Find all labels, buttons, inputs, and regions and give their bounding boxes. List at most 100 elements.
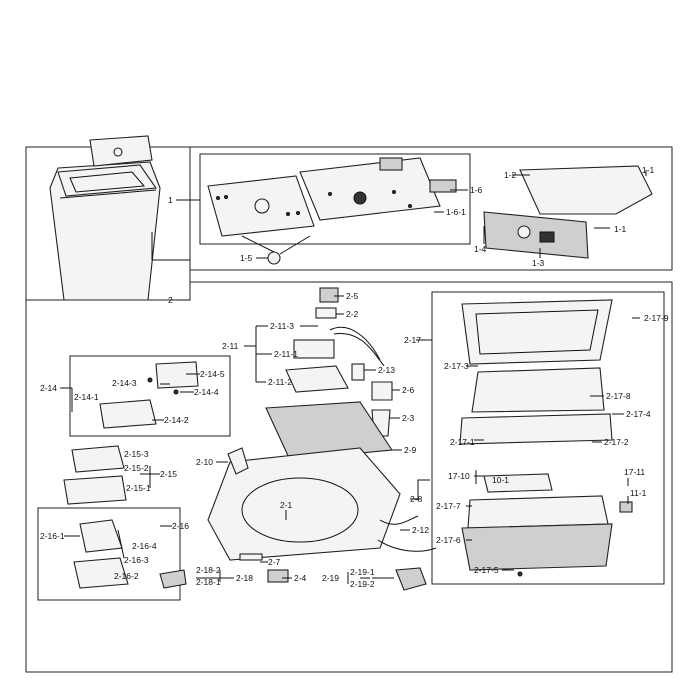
part-2-14-5-valve bbox=[155, 361, 199, 389]
label-1-3: 1-3 bbox=[532, 258, 545, 268]
part-2-1-top-cover bbox=[207, 447, 401, 561]
part-2-5-motor-cap bbox=[319, 287, 339, 303]
label-10-1: 10-1 bbox=[492, 475, 509, 485]
part-1-6-control-panel bbox=[299, 157, 441, 221]
label-2-17-3: 2-17-3 bbox=[444, 361, 469, 371]
label-2-12: 2-12 bbox=[412, 525, 429, 535]
part-2-12-cable bbox=[377, 539, 437, 552]
label-2-17-6: 2-17-6 bbox=[436, 535, 461, 545]
label-2-6: 2-6 bbox=[402, 385, 415, 395]
label-2-14-4: 2-14-4 bbox=[194, 387, 219, 397]
label-2-18-1: 2-18-1 bbox=[196, 577, 221, 587]
part-2-10-lid-lock bbox=[227, 447, 249, 475]
label-2-16-3: 2-16-3 bbox=[124, 555, 149, 565]
part-2-14-1-valve-bracket bbox=[99, 399, 157, 429]
label-2-17-9: 2-17-9 bbox=[644, 313, 669, 323]
label-17-10: 17-10 bbox=[448, 471, 470, 481]
label-1-5: 1-5 bbox=[240, 253, 253, 263]
frame-control-panel bbox=[199, 153, 471, 245]
part-2-13-sensor bbox=[351, 363, 365, 381]
label-2-9: 2-9 bbox=[404, 445, 417, 455]
label-2-14-5: 2-14-5 bbox=[200, 369, 225, 379]
part-10-1-handle bbox=[483, 473, 553, 493]
part-2-4-switch bbox=[267, 569, 289, 583]
label-1-1-side: 1-1 bbox=[614, 224, 627, 234]
label-2-11-3: 2-11-3 bbox=[270, 321, 294, 331]
part-1-5-knob bbox=[267, 251, 281, 265]
label-2-18-2: 2-18-2 bbox=[196, 565, 221, 575]
label-2-7: 2-7 bbox=[268, 557, 281, 567]
label-2-1: 2-1 bbox=[280, 500, 293, 510]
label-2-5: 2-5 bbox=[346, 291, 359, 301]
label-2-16-2: 2-16-2 bbox=[114, 571, 139, 581]
leader-lines bbox=[60, 170, 647, 584]
label-2-17-2: 2-17-2 bbox=[604, 437, 629, 447]
label-2: 2 bbox=[168, 295, 173, 305]
label-2-16-1: 2-16-1 bbox=[40, 531, 65, 541]
label-2-11: 2-11 bbox=[222, 341, 239, 351]
label-2-14: 2-14 bbox=[40, 383, 57, 393]
frame-dispenser-group bbox=[37, 507, 181, 601]
label-2-4: 2-4 bbox=[294, 573, 307, 583]
label-2-17-1: 2-17-1 bbox=[450, 437, 475, 447]
label-2-17-8: 2-17-8 bbox=[606, 391, 631, 401]
label-1-6: 1-6 bbox=[470, 185, 483, 195]
label-2-15: 2-15 bbox=[160, 469, 177, 479]
frame-door-assembly bbox=[431, 291, 665, 585]
label-2-3: 2-3 bbox=[402, 413, 415, 423]
label-2-15-1: 2-15-1 bbox=[126, 483, 151, 493]
frame-section-1 bbox=[189, 146, 673, 271]
rear-panel-parts bbox=[483, 165, 653, 259]
door-parts bbox=[459, 299, 633, 577]
label-2-14-3: 2-14-3 bbox=[112, 378, 137, 388]
label-1-2: 1-2 bbox=[504, 170, 517, 180]
label-1: 1 bbox=[168, 195, 173, 205]
part-labels: 1 1-1 1-2 1-1 1-4 1-3 1-5 1-6 1-6-1 2 2-… bbox=[40, 165, 669, 589]
label-2-15-2: 2-15-2 bbox=[124, 463, 149, 473]
dispenser-parts bbox=[63, 445, 129, 589]
part-2-17-1-seal bbox=[459, 413, 613, 445]
part-2-17-9-door-frame bbox=[461, 299, 613, 365]
label-1-1-top: 1-1 bbox=[642, 165, 655, 175]
label-1-6-1: 1-6-1 bbox=[446, 207, 466, 217]
label-2-16: 2-16 bbox=[172, 521, 189, 531]
part-2-16-4-rod bbox=[117, 529, 125, 559]
part-wire-harness bbox=[329, 326, 385, 367]
label-2-19: 2-19 bbox=[322, 573, 339, 583]
label-2-18: 2-18 bbox=[236, 573, 253, 583]
part-button-set bbox=[429, 179, 457, 193]
label-2-10: 2-10 bbox=[196, 457, 213, 467]
label-1-4: 1-4 bbox=[474, 244, 487, 254]
label-2-14-2: 2-14-2 bbox=[164, 415, 189, 425]
part-2-19-bracket bbox=[395, 567, 427, 591]
part-2-17-6-lower-frame bbox=[461, 523, 613, 571]
valve-parts bbox=[99, 361, 199, 429]
part-1-4-pcb-display bbox=[483, 211, 589, 259]
part-1-2-rear-cover bbox=[519, 165, 653, 215]
label-2-2: 2-2 bbox=[346, 309, 359, 319]
part-2-15-3-lid bbox=[71, 445, 125, 473]
label-2-17-5: 2-17-5 bbox=[474, 565, 499, 575]
label-2-19-2: 2-19-2 bbox=[350, 579, 375, 589]
part-11-1-clip bbox=[619, 501, 633, 513]
section-2-parts bbox=[159, 287, 437, 591]
label-17-11: 17-11 bbox=[624, 467, 645, 477]
part-2-17-3-glass bbox=[471, 367, 605, 413]
label-2-8: 2-8 bbox=[410, 494, 423, 504]
label-2-16-4: 2-16-4 bbox=[132, 541, 157, 551]
label-2-15-3: 2-15-3 bbox=[124, 449, 149, 459]
label-2-11-2: 2-11-2 bbox=[268, 377, 292, 387]
part-2-16-2-base bbox=[73, 557, 129, 589]
part-2-16-1-cup bbox=[79, 519, 123, 553]
part-button-holder bbox=[379, 157, 403, 171]
washer-illustration bbox=[49, 135, 161, 301]
part-2-2-hall-sensor bbox=[315, 307, 337, 319]
part-2-8-cable bbox=[379, 515, 419, 525]
part-2-6-pump bbox=[371, 381, 393, 401]
label-11-1: 11-1 bbox=[630, 488, 647, 498]
label-2-17-4: 2-17-4 bbox=[626, 409, 651, 419]
label-2-17-7: 2-17-7 bbox=[436, 501, 461, 511]
label-2-11-1: 2-11-1 bbox=[274, 349, 298, 359]
label-2-19-1: 2-19-1 bbox=[350, 567, 375, 577]
